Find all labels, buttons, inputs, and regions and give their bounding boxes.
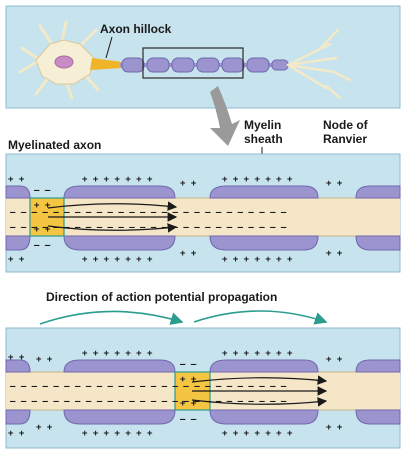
zoom-arrow — [210, 86, 240, 146]
minus-p2-node-top: – – — [180, 360, 197, 370]
plus-p2-node-in-b: + + — [180, 399, 197, 409]
minus-row-p1-bottom: – – – – – – – – – – – – – – – – – – – – … — [10, 223, 287, 233]
plus-p1-f: + + — [8, 255, 25, 265]
plus-p2-a: + + — [8, 353, 25, 363]
minus-row-p1-top: – – – – – – – – – – – – – – – – – – – – … — [10, 208, 287, 218]
nucleus — [54, 55, 74, 69]
minus-row-p2-bottom: – – – – – – – – – – – – – – – – – – – – … — [10, 397, 287, 407]
plus-p1-d: + + + + + + + — [222, 175, 293, 185]
current-arrows-p2 — [191, 375, 328, 407]
label-myelin-line2: sheath — [244, 132, 283, 146]
plus-p1-g: + + + + + + + — [82, 255, 153, 265]
label-direction: Direction of action potential propagatio… — [46, 290, 277, 304]
neuron-panel: Axon hillock — [5, 5, 401, 109]
direction-arrow-right — [193, 310, 328, 325]
plus-p1-node-in-b: + + — [34, 225, 51, 235]
plus-p1-i: + + + + + + + — [222, 255, 293, 265]
axon-hillock — [90, 58, 122, 70]
label-axon-hillock: Axon hillock — [100, 22, 172, 36]
current-arrows-p1 — [47, 201, 178, 233]
plus-p2-d: + + + + + + + — [222, 349, 293, 359]
label-myelinated-axon: Myelinated axon — [8, 138, 101, 152]
plus-p1-b: + + + + + + + — [82, 175, 153, 185]
axon-panel-2: – – – – – – – – – – – – – – – – – – – – … — [5, 327, 401, 449]
label-myelin-line1: Myelin — [244, 118, 281, 132]
plus-p1-c: + + — [180, 179, 197, 189]
plus-p2-i: + + + + + + + — [222, 429, 293, 439]
plus-p2-e: + + — [326, 355, 343, 365]
minus-row-p2-top: – – – – – – – – – – – – – – – – – – – – … — [10, 382, 287, 392]
leader-axon-hillock — [105, 36, 113, 59]
minus-p2-node-bottom: – – — [180, 415, 197, 425]
plus-p1-h: + + — [180, 249, 197, 259]
axon-terminals — [286, 28, 352, 100]
plus-p2-j: + + — [326, 423, 343, 433]
plus-p2-node-in-a: + + — [180, 375, 197, 385]
label-node-line1: Node of — [323, 118, 369, 132]
direction-arrow-left — [39, 310, 184, 325]
label-node-line2: Ranvier — [323, 132, 367, 146]
plus-p2-c: + + + + + + + — [82, 349, 153, 359]
plus-p2-h: + + + + + + + — [82, 429, 153, 439]
minus-p1-node-top: – – — [34, 186, 51, 196]
plus-p1-j: + + — [326, 249, 343, 259]
myelin-sheath-p1 — [5, 185, 401, 251]
plus-p2-f: + + — [8, 429, 25, 439]
plus-p1-node-in-a: + + — [34, 201, 51, 211]
plus-p1-a: + + — [8, 175, 25, 185]
minus-p1-node-bottom: – – — [34, 241, 51, 251]
dendrites — [18, 20, 100, 100]
myelin-segments-small — [121, 57, 289, 73]
plus-p2-g: + + — [36, 423, 53, 433]
plus-p2-b: + + — [36, 355, 53, 365]
plus-p1-e: + + — [326, 179, 343, 189]
axon-panel-1: – – – – – – – – – – – – – – – – – – – – … — [5, 153, 401, 273]
myelin-sheath-p2 — [5, 359, 401, 425]
zoom-box — [142, 47, 244, 79]
